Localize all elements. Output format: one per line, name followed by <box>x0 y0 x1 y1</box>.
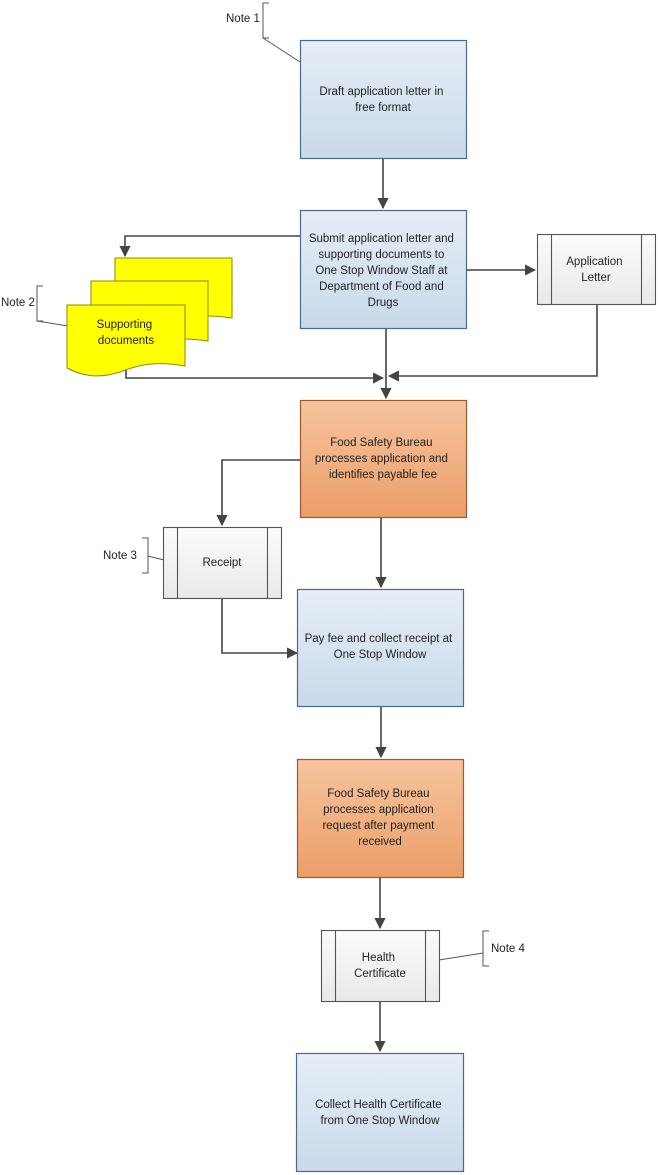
draft-line-1: Draft application letter in <box>319 86 443 98</box>
process-request-line-4: received <box>358 836 401 848</box>
svg-text:Health Certificate: Health Certificate <box>354 952 406 980</box>
document-receipt: Receipt <box>162 526 283 600</box>
health-certificate-line-1: Health <box>362 952 395 964</box>
application-letter-line-2: Letter <box>581 272 611 284</box>
draft-line-2: free format <box>355 102 411 114</box>
arrow-application-letter-to-merge <box>387 305 598 382</box>
note-3-callout <box>142 537 165 574</box>
note-2-callout <box>36 285 69 327</box>
process-request-line-3: request after payment <box>322 820 435 832</box>
svg-text:Submit application letter and: Submit application letter and supporting… <box>309 233 457 309</box>
svg-text:Food Safety Bureau proce: Food Safety Bureau processes application… <box>322 788 437 848</box>
document-supporting-documents <box>66 257 233 377</box>
step-bureau-process-request: Food Safety Bureau processes application… <box>296 758 465 879</box>
step-draft-letter: Draft application letter in free format <box>299 39 468 160</box>
note-4-label: Note 4 <box>491 943 525 955</box>
arrow-receipt-to-pay <box>221 598 299 659</box>
arrow-processing-to-receipt <box>216 459 300 527</box>
note-4-callout <box>438 930 489 967</box>
arrow-supporting-documents-to-merge <box>125 365 385 384</box>
process-fee-line-2: processes application and <box>315 453 448 465</box>
svg-text:Collect Health Certificate: Collect Health Certificate from One Stop… <box>315 1099 445 1127</box>
collect-line-1: Collect Health Certificate <box>315 1099 442 1111</box>
application-letter-line-1: Application <box>566 256 622 268</box>
note-2-label: Note 2 <box>1 297 35 309</box>
document-application-letter: Application Letter <box>536 233 657 306</box>
pay-line-2: One Stop Window <box>334 649 427 661</box>
submit-line-3: One Stop Window Staff at <box>315 265 448 277</box>
svg-text:Supporting documents: Supporting documents <box>97 319 156 347</box>
step-collect-certificate: Collect Health Certificate from One Stop… <box>295 1052 465 1173</box>
step-pay-fee: Pay fee and collect receipt at One Stop … <box>296 588 465 708</box>
svg-text:Draft application letter in: Draft application letter in free format <box>319 86 446 114</box>
supporting-documents-line-2: documents <box>98 335 155 347</box>
document-health-certificate: Health Certificate <box>320 929 441 1003</box>
note-callouts <box>36 2 489 967</box>
step-bureau-process-fee: Food Safety Bureau processes application… <box>299 399 468 519</box>
pay-line-1: Pay fee and collect receipt at <box>305 633 453 645</box>
supporting-documents-line-1: Supporting <box>97 319 153 331</box>
note-1-label: Note 1 <box>226 13 260 25</box>
submit-line-5: Drugs <box>368 297 399 309</box>
collect-line-2: from One Stop Window <box>321 1115 441 1127</box>
note-1-callout <box>262 2 301 63</box>
submit-line-1: Submit application letter and <box>309 233 454 245</box>
step-submit-application: Submit application letter and supporting… <box>299 209 468 330</box>
note-3-label: Note 3 <box>103 550 137 562</box>
process-request-line-1: Food Safety Bureau <box>327 788 429 800</box>
svg-text:Receipt: Receipt <box>203 557 243 569</box>
submit-line-4: Department of Food and <box>319 281 444 293</box>
supporting-documents-page-1 <box>66 304 186 377</box>
health-certificate-line-2: Certificate <box>354 968 406 980</box>
process-request-line-2: processes application <box>323 804 434 816</box>
svg-text:Pay fee and collect receipt at: Pay fee and collect receipt at One Stop … <box>305 633 456 661</box>
svg-text:Food Safety Bureau proce: Food Safety Bureau processes application… <box>315 437 451 481</box>
receipt-label: Receipt <box>203 557 243 569</box>
svg-text:Application Letter: Application Letter <box>566 256 625 284</box>
process-fee-line-3: identifies payable fee <box>329 469 437 481</box>
process-fee-line-1: Food Safety Bureau <box>330 437 432 449</box>
submit-line-2: supporting documents to <box>318 249 444 261</box>
arrow-submit-to-supporting-documents <box>119 235 300 258</box>
